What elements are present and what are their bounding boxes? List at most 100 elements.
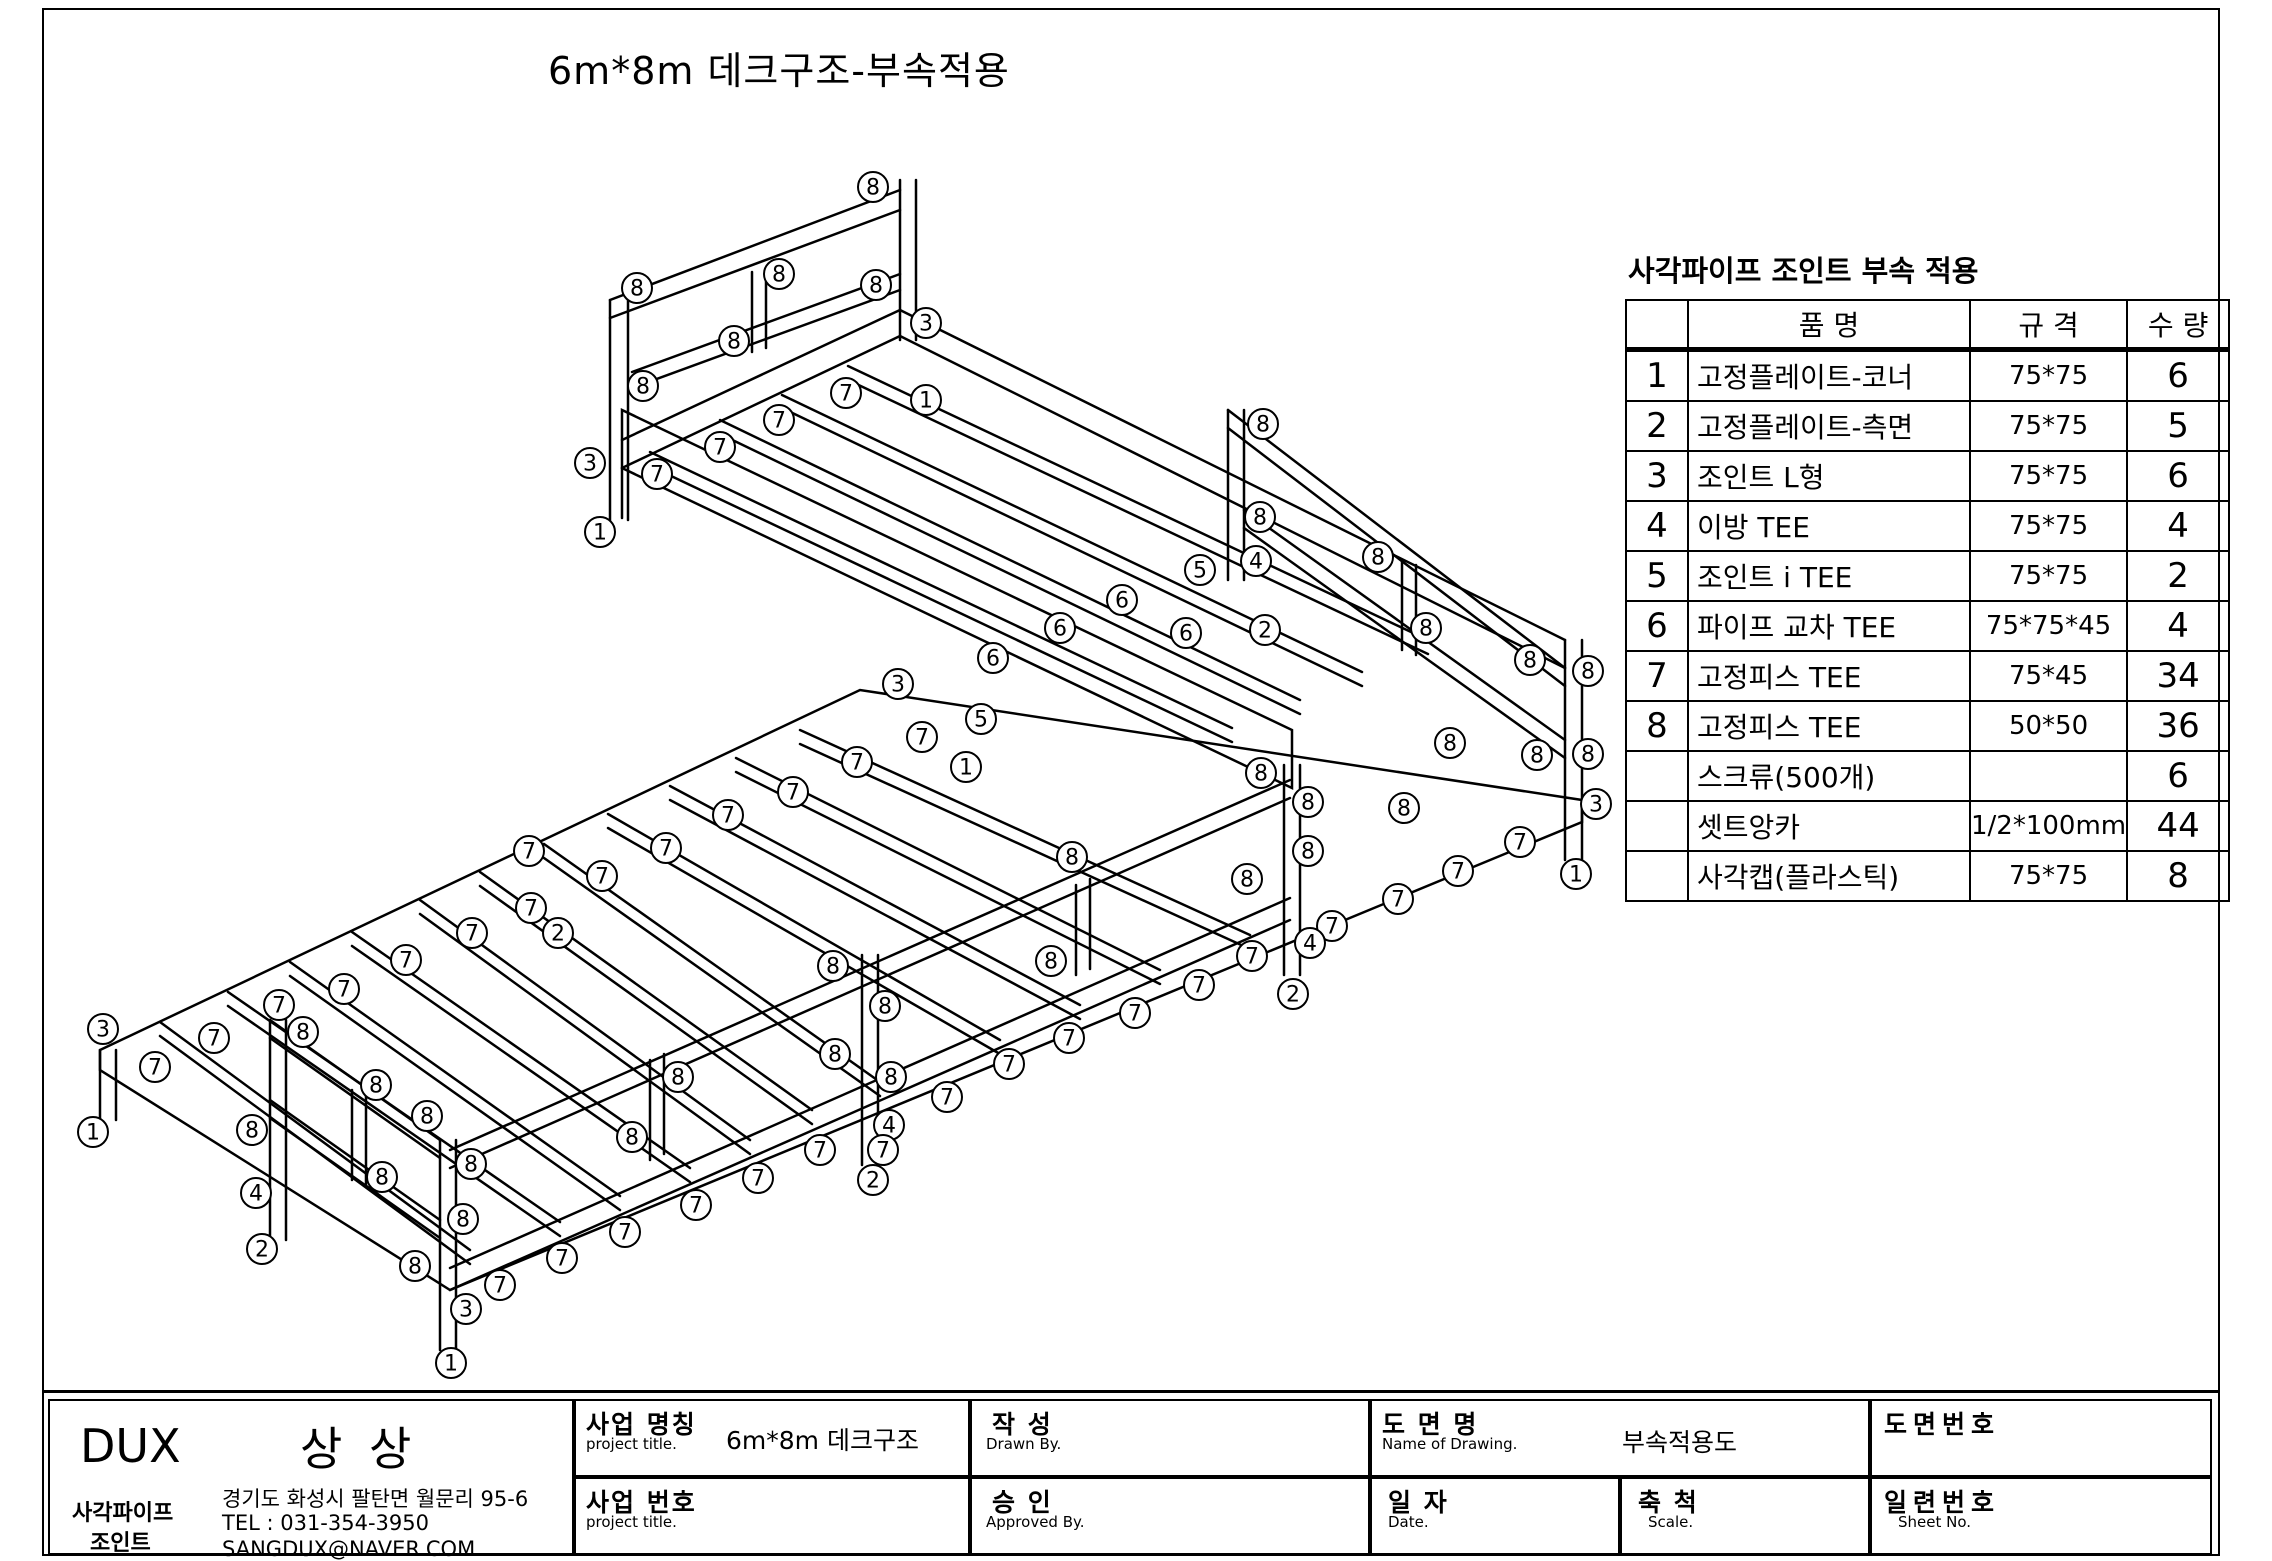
callout-circle [830,377,862,409]
part-callout: 7 [1382,883,1414,915]
callout-number: 7 [1062,1027,1076,1052]
bom-header-qty: 수 량 [2126,299,2231,352]
callout-circle [869,990,901,1022]
bom-cell-qty: 34 [2126,650,2231,702]
part-callout: 7 [742,1162,774,1194]
part-callout: 5 [965,703,997,735]
part-callout: 8 [1388,792,1420,824]
callout-circle [742,1162,774,1194]
part-callout: 7 [1316,910,1348,942]
drawn-by-label: 작 성 [992,1410,1053,1439]
callout-circle [817,950,849,982]
callout-number: 7 [272,994,286,1019]
callout-number: 8 [1581,660,1595,685]
bom-cell-spec: 75*75 [1968,348,2129,402]
bom-header-spec: 규 격 [1968,299,2129,352]
part-callout: 7 [906,721,938,753]
callout-number: 8 [1253,506,1267,531]
callout-circle [1292,835,1324,867]
bom-cell-no [1625,800,1689,852]
bom-cell-spec: 75*75 [1968,550,2129,602]
part-callout: 8 [287,1016,319,1048]
bom-cell-qty: 6 [2126,450,2231,502]
drawn-by-cell: 작 성 Drawn By. [970,1399,1370,1477]
callout-circle [931,1081,963,1113]
callout-number: 8 [1301,791,1315,816]
callout-number: 8 [1240,868,1254,893]
bom-cell-qty: 36 [2126,700,2231,752]
project-name-label-en: project title. [586,1435,677,1453]
part-callout: 2 [542,917,574,949]
part-callout: 7 [513,835,545,867]
callout-circle [1044,612,1076,644]
part-callout: 7 [867,1134,899,1166]
drawing-title: 6m*8m 데크구조-부속적용 [548,49,1010,93]
callout-circle [867,1134,899,1166]
callout-number: 8 [878,995,892,1020]
callout-number: 7 [1513,831,1527,856]
part-callout: 8 [1247,408,1279,440]
callout-circle [860,269,892,301]
callout-number: 8 [869,274,883,299]
bom-cell-spec: 75*75*45 [1968,600,2129,652]
drawing-name-label: 도 면 명 [1382,1410,1479,1439]
part-callout: 7 [712,799,744,831]
callout-circle [447,1203,479,1235]
callout-circle [546,1242,578,1274]
bom-header-row: 품 명 규 격 수 량 [1625,299,2231,352]
callout-number: 7 [813,1139,827,1164]
callout-circle [1247,408,1279,440]
callout-number: 8 [636,375,650,400]
callout-circle [857,1164,889,1196]
callout-number: 7 [772,409,786,434]
date-cell: 일 자 Date. [1370,1477,1620,1555]
company-address: 경기도 화성시 팔탄면 월문리 95-6 [222,1487,529,1511]
callout-number: 8 [828,1043,842,1068]
callout-number: 7 [207,1027,221,1052]
callout-number: 8 [375,1166,389,1191]
callout-number: 8 [884,1066,898,1091]
callout-circle [1183,969,1215,1001]
callout-circle [586,860,618,892]
callout-number: 3 [96,1018,110,1043]
callout-circle [804,1134,836,1166]
callout-number: 3 [1589,793,1603,818]
callout-circle [662,1061,694,1093]
callout-number: 8 [1065,846,1079,871]
part-callout: 7 [763,404,795,436]
part-callout: 1 [1560,858,1592,890]
callout-circle [841,746,873,778]
callout-circle [456,917,488,949]
part-callout: 7 [515,892,547,924]
callout-number: 4 [882,1114,896,1139]
callout-circle [87,1013,119,1045]
part-callout: 1 [584,516,616,548]
callout-circle [993,1048,1025,1080]
callout-circle [455,1148,487,1180]
callout-circle [882,668,914,700]
part-callout: 1 [77,1116,109,1148]
part-callout: 8 [366,1161,398,1193]
callout-number: 7 [1002,1053,1016,1078]
callout-number: 7 [876,1139,890,1164]
callout-circle [616,1121,648,1153]
callout-circle [875,1061,907,1093]
sheet-no-label-en: Sheet No. [1898,1513,1972,1531]
bom-cell-name: 조인트 L형 [1687,450,1971,502]
date-label: 일 자 [1388,1488,1449,1517]
part-callout: 8 [1056,841,1088,873]
callout-circle [1106,584,1138,616]
callout-number: 8 [866,176,880,201]
part-callout: 3 [574,447,606,479]
part-callout: 7 [263,989,295,1021]
callout-number: 6 [1115,589,1129,614]
callout-circle [513,835,545,867]
bom-cell-no: 3 [1625,450,1689,502]
part-callout: 4 [1294,927,1326,959]
part-callout: 8 [1244,501,1276,533]
project-no-label: 사업 번호 [586,1488,697,1517]
part-callout: 8 [627,370,659,402]
part-callout: 8 [1572,738,1604,770]
part-callout: 7 [1236,940,1268,972]
